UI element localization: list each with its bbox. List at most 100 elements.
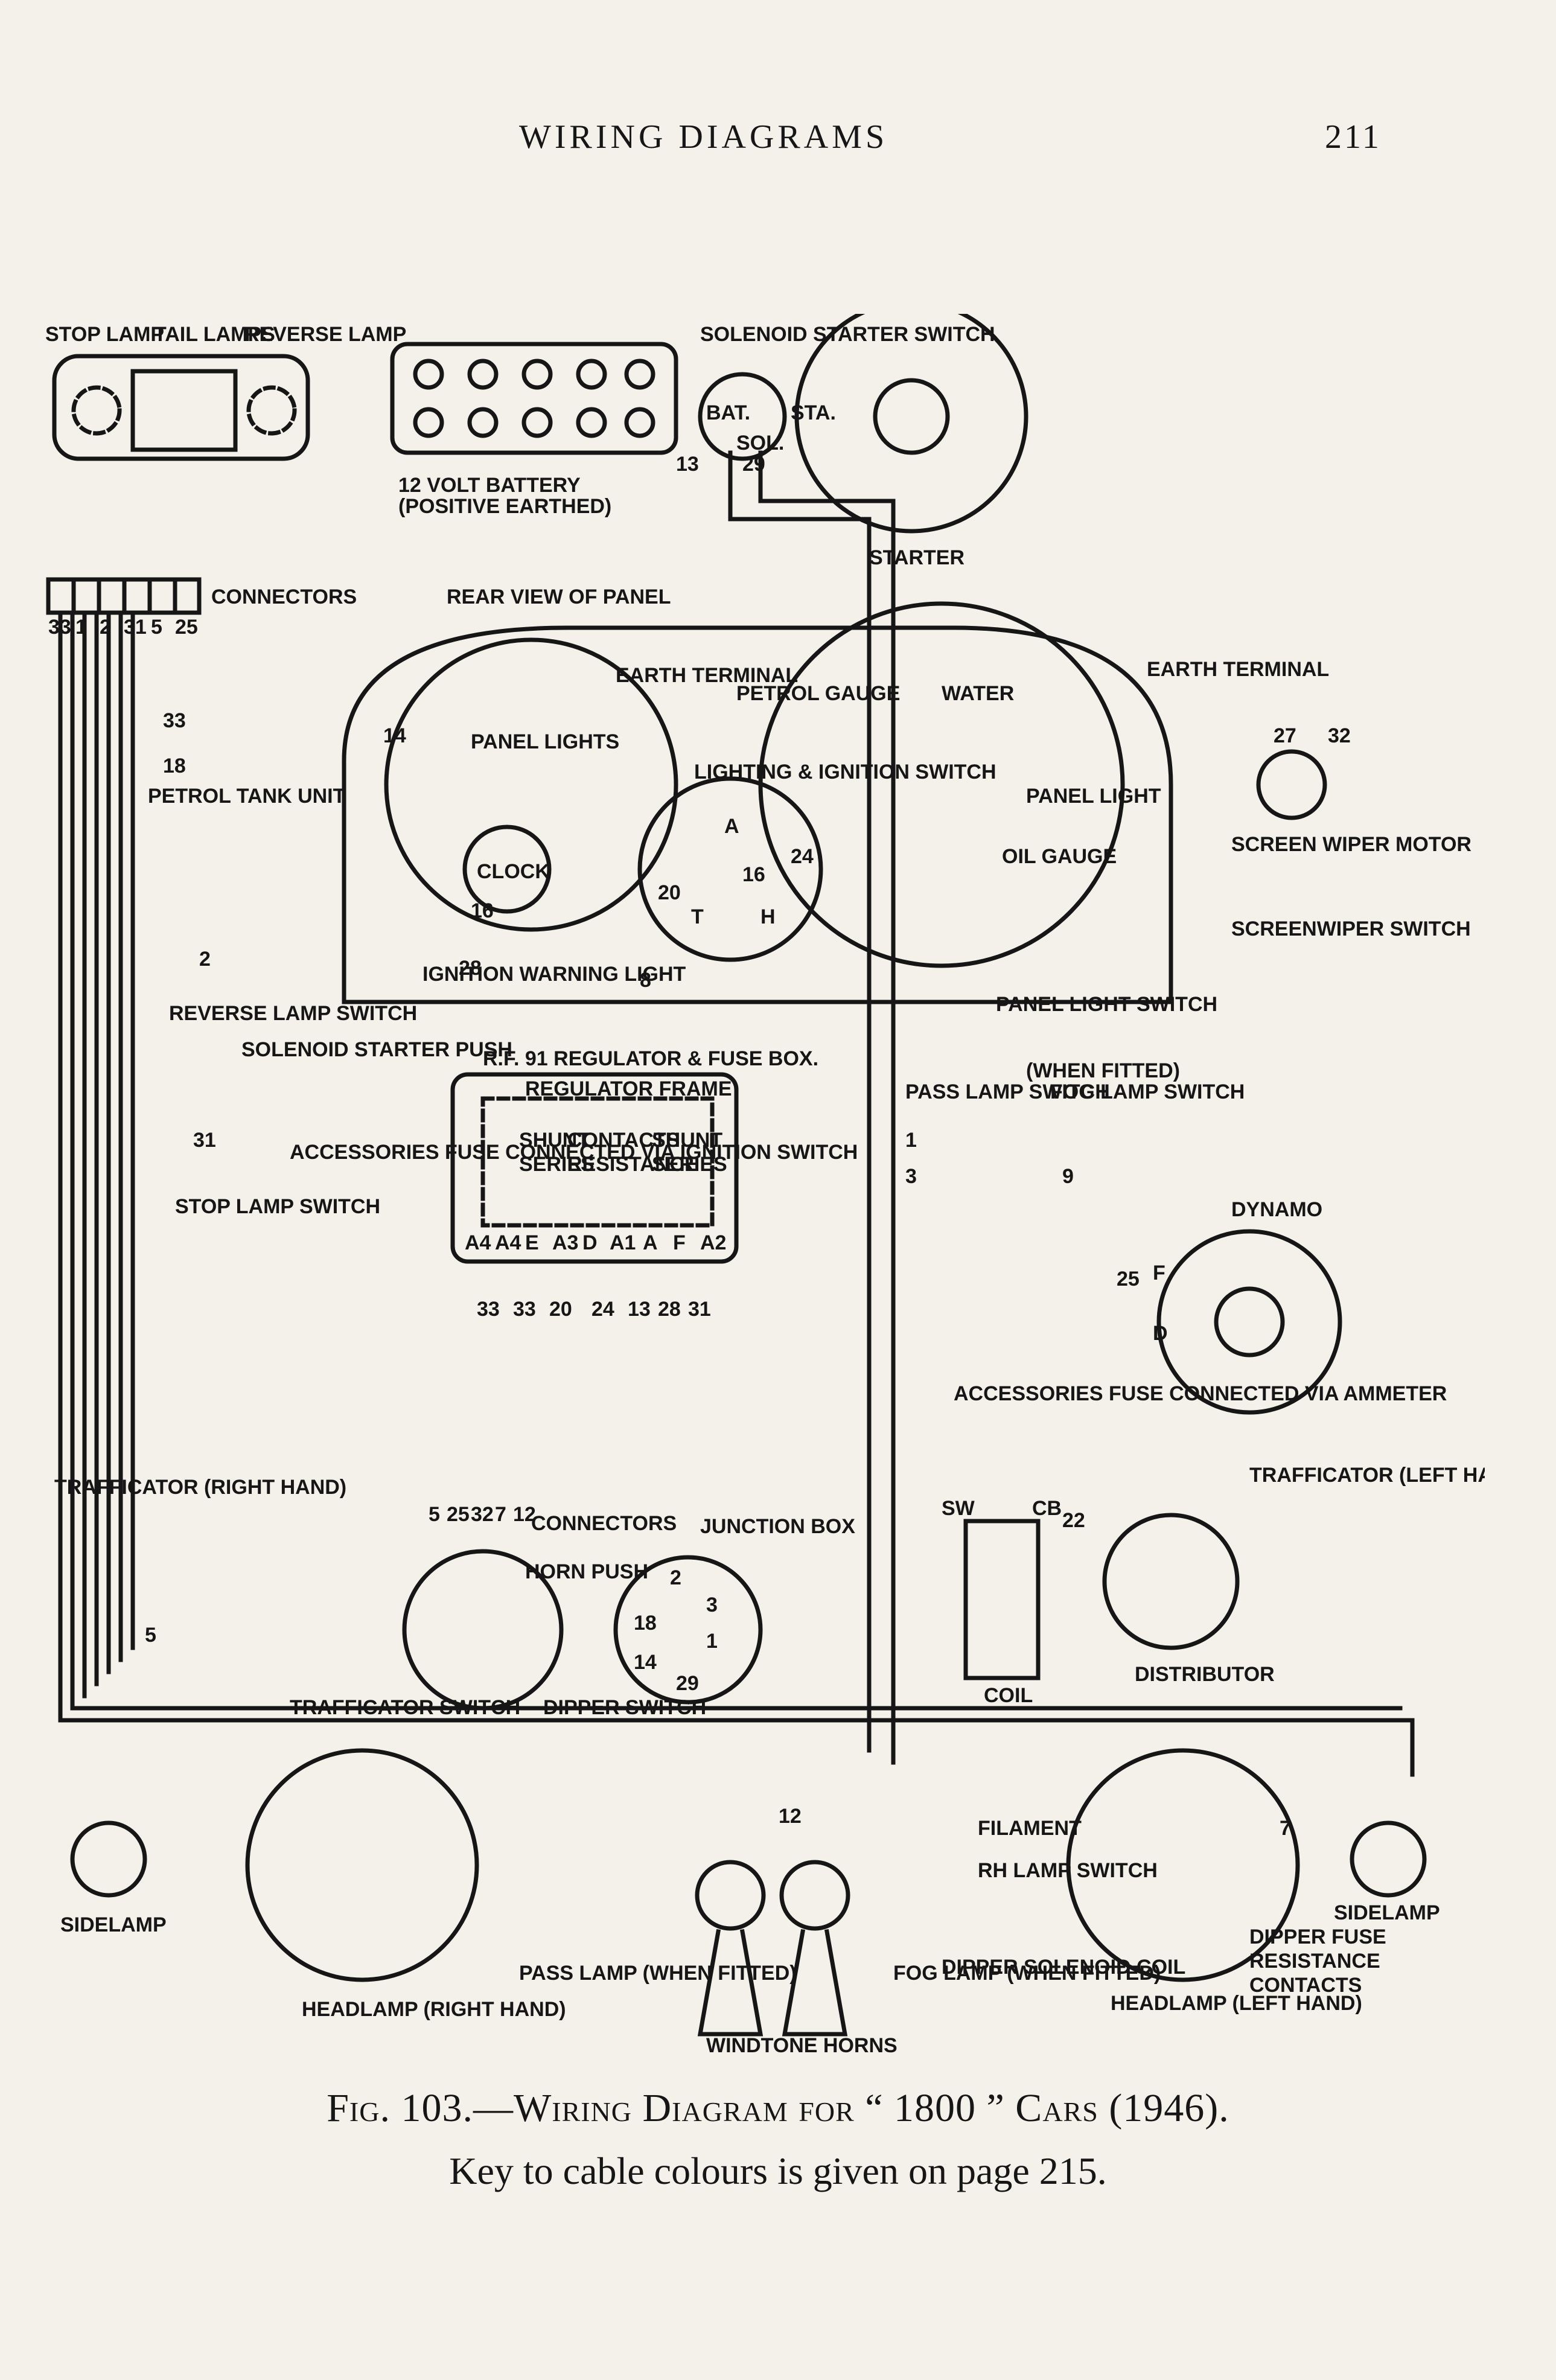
label-tail-lamps: TAIL LAMPS <box>154 323 275 346</box>
wire-number: 7 <box>1280 1817 1291 1840</box>
label-contacts-2: CONTACTS <box>1249 1974 1362 1997</box>
figure-caption: Fig. 103.—Wiring Diagram for “ 1800 ” Ca… <box>327 2086 1229 2130</box>
reg-wire-number: 24 <box>591 1298 614 1321</box>
label-trafficator-right: TRAFFICATOR (RIGHT HAND) <box>54 1476 346 1499</box>
label-screen-wiper-motor: SCREEN WIPER MOTOR <box>1231 833 1472 856</box>
label-stop-lamp: STOP LAMP <box>45 323 164 346</box>
wire-number: 1 <box>905 1129 917 1152</box>
wiper-motor <box>1256 749 1327 820</box>
junction-terminal: 29 <box>676 1672 699 1695</box>
connector-wire-number: 25 <box>447 1503 470 1526</box>
label-dipper-solenoid-coil: DIPPER SOLENOID COIL <box>942 1956 1185 1979</box>
label-starter: STARTER <box>869 546 965 569</box>
label-trafficator-switch: TRAFFICATOR SWITCH <box>290 1696 520 1719</box>
label-battery-note: (POSITIVE EARTHED) <box>398 495 611 518</box>
connector-wire-number: 7 <box>495 1503 506 1526</box>
reg-terminal: A4 <box>465 1231 491 1254</box>
reg-wire-number: 31 <box>688 1298 711 1321</box>
label-junction-box: JUNCTION BOX <box>700 1515 855 1538</box>
label-dipper-fuse: DIPPER FUSE <box>1249 1925 1386 1948</box>
label-petrol-gauge: PETROL GAUGE <box>736 682 900 705</box>
label-cb: CB <box>1032 1497 1062 1520</box>
label-series-2: SERIES <box>652 1153 727 1176</box>
reg-terminal: A4 <box>495 1231 521 1254</box>
connector-wire-number: 1 <box>75 616 87 639</box>
solenoid-switch <box>698 372 787 461</box>
label-fog-lamp: FOG LAMP (WHEN FITTED) <box>893 1962 1161 1985</box>
label-accessories-fuse-ignition: ACCESSORIES FUSE CONNECTED VIA IGNITION … <box>290 1141 858 1164</box>
wire-number: 3 <box>905 1165 917 1188</box>
label-reverse-lamp-switch: REVERSE LAMP SWITCH <box>169 1002 417 1025</box>
reg-terminal: E <box>525 1231 539 1254</box>
label-battery: 12 VOLT BATTERY <box>398 474 581 497</box>
reg-terminal: F <box>673 1231 686 1254</box>
junction-terminal: 1 <box>706 1630 718 1653</box>
connector-wire-number: 2 <box>100 616 111 639</box>
label-distributor: DISTRIBUTOR <box>1135 1663 1275 1686</box>
wire-number: 5 <box>145 1624 156 1647</box>
label-shunt-2: SHUNT <box>652 1129 722 1152</box>
instrument-panel-outline <box>342 625 1173 1004</box>
label-horn-push: HORN PUSH <box>525 1560 648 1583</box>
horn-left <box>695 1860 766 1931</box>
reg-terminal: A3 <box>552 1231 578 1254</box>
connector-wire-number: 5 <box>429 1503 440 1526</box>
connector-wire-number: 25 <box>175 616 198 639</box>
label-dynamo: DYNAMO <box>1231 1198 1322 1221</box>
sidelamp-left <box>70 1820 147 1898</box>
clock-dial <box>462 825 552 914</box>
coil <box>963 1519 1041 1680</box>
tail-lamp-inner <box>130 369 238 452</box>
wire-number: 9 <box>1062 1165 1074 1188</box>
label-connectors-top: CONNECTORS <box>211 585 357 608</box>
connector-wire-number: 33 <box>48 616 71 639</box>
ignition-terminal: A <box>724 815 739 838</box>
label-coil: COIL <box>984 1684 1033 1707</box>
label-bat: BAT. <box>706 401 750 424</box>
junction-terminal: 14 <box>634 1651 657 1674</box>
tail-lamp-housing <box>52 354 310 461</box>
wire-number: 31 <box>193 1129 216 1152</box>
wire-number: 27 <box>1274 724 1296 747</box>
connector-wire-number: 31 <box>124 616 147 639</box>
page-header: WIRING DIAGRAMS 211 <box>0 118 1556 172</box>
headlamp-right <box>245 1748 479 1982</box>
wire-number: 25 <box>1117 1268 1140 1290</box>
ignition-terminal: 16 <box>742 863 765 886</box>
label-lighting-ignition-switch: LIGHTING & IGNITION SWITCH <box>694 761 996 783</box>
label-panel-lights: PANEL LIGHTS <box>471 730 619 753</box>
wire-number: 8 <box>640 969 651 992</box>
reg-terminal: A <box>643 1231 658 1254</box>
wiring-diagram: STOP LAMP TAIL LAMPS REVERSE LAMP 12 VOL… <box>45 314 1485 2057</box>
label-headlamp-left: HEADLAMP (LEFT HAND) <box>1111 1992 1362 2015</box>
battery <box>390 342 678 455</box>
figure-caption-note: Key to cable colours is given on page 21… <box>449 2149 1107 2192</box>
label-reverse-lamp: REVERSE LAMP <box>244 323 406 346</box>
wire-number: 32 <box>1328 724 1351 747</box>
label-pass-lamp-switch: PASS LAMP SWITCH <box>905 1080 1110 1103</box>
label-filament: FILAMENT <box>978 1817 1082 1840</box>
label-solenoid-starter-push: SOLENOID STARTER PUSH <box>241 1038 512 1061</box>
label-sta: STA. <box>791 401 836 424</box>
stop-lamp-bulb <box>71 385 122 436</box>
label-resistance-2: RESISTANCE <box>1249 1950 1380 1973</box>
label-oil-gauge: OIL GAUGE <box>1002 845 1117 868</box>
label-sidelamp-left: SIDELAMP <box>60 1913 167 1936</box>
label-trafficator-left: TRAFFICATOR (LEFT HAND) <box>1249 1464 1485 1487</box>
label-rh-lamp-switch: RH LAMP SWITCH <box>978 1859 1158 1882</box>
wire-number: 13 <box>676 453 699 476</box>
label-resistance: RESISTANCE <box>567 1153 698 1176</box>
label-fog-lamp-switch: FOG LAMP SWITCH <box>1050 1080 1245 1103</box>
wire-number: 22 <box>1062 1509 1085 1532</box>
wire-number: 2 <box>199 948 211 971</box>
label-pass-lamp: PASS LAMP (WHEN FITTED) <box>519 1962 797 1985</box>
reg-wire-number: 33 <box>513 1298 536 1321</box>
wire-number: F <box>1153 1262 1165 1284</box>
label-dipper-switch: DIPPER SWITCH <box>543 1696 706 1719</box>
wire-number: 20 <box>658 881 681 904</box>
ignition-terminal: T <box>691 905 704 928</box>
ignition-switch <box>637 776 823 962</box>
label-panel-light: PANEL LIGHT <box>1026 785 1161 808</box>
label-solenoid-switch: SOLENOID STARTER SWITCH <box>700 323 995 346</box>
horn-right <box>779 1860 850 1931</box>
